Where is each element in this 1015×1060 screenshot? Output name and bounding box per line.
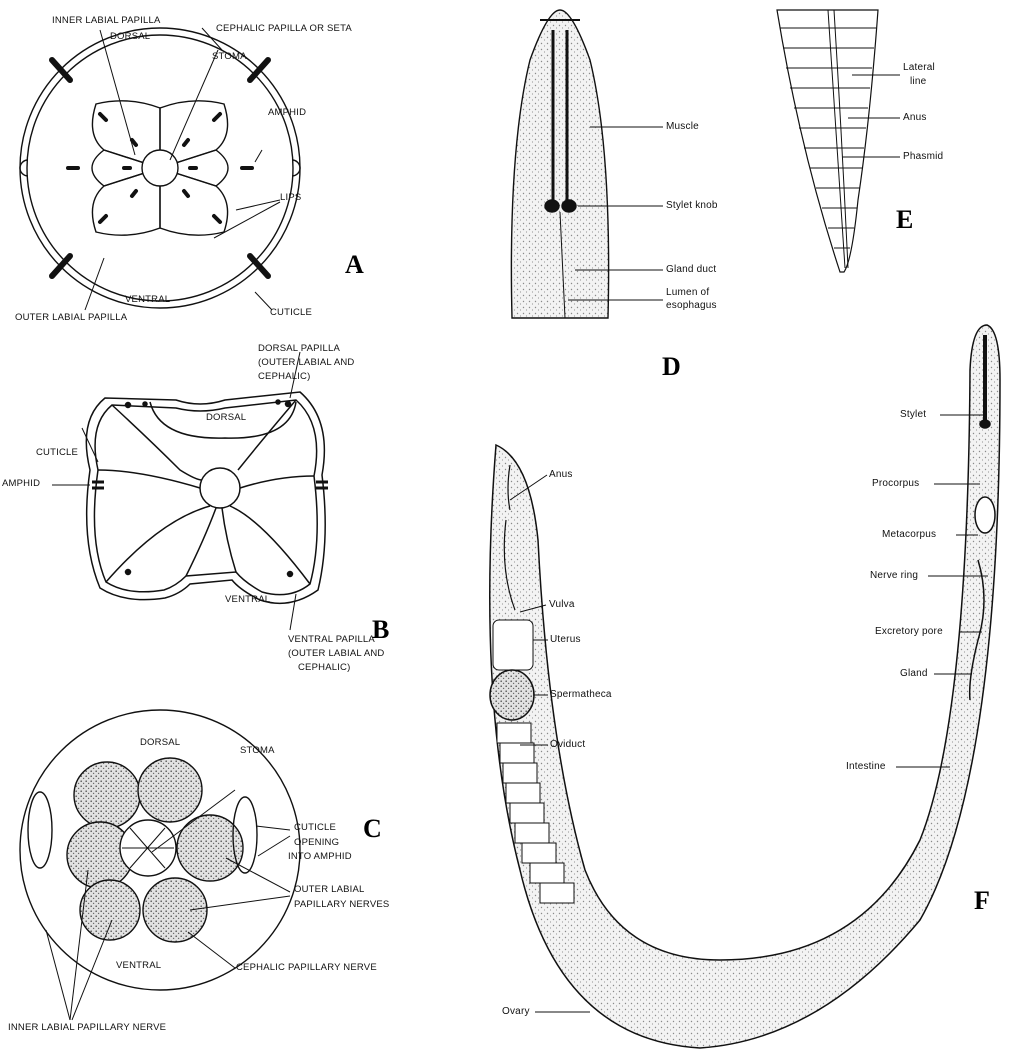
- label-oviduct: Oviduct: [550, 739, 585, 750]
- label-dorsal-papilla: DORSAL PAPILLA: [258, 343, 340, 354]
- label-spermatheca: Spermatheca: [550, 689, 612, 700]
- panel-a-diagram: [20, 28, 300, 310]
- label-vulva: Vulva: [549, 599, 575, 610]
- label-outer-nerves-2: PAPILLARY NERVES: [294, 899, 389, 910]
- label-a-amphid: AMPHID: [268, 107, 306, 118]
- label-e-anus: Anus: [903, 112, 927, 123]
- label-lumen-2: esophagus: [666, 300, 717, 311]
- panel-letter-e: E: [896, 205, 913, 235]
- label-c-opening-2: INTO AMPHID: [288, 851, 352, 862]
- label-a-lips: LIPS: [280, 192, 301, 203]
- label-f-anus: Anus: [549, 469, 573, 480]
- label-cephalic-nerve: CEPHALIC PAPILLARY NERVE: [236, 962, 377, 973]
- label-a-stoma: STOMA: [212, 51, 247, 62]
- label-procorpus: Procorpus: [872, 478, 919, 489]
- panel-c-diagram: [20, 710, 300, 1020]
- label-ventral-papilla: VENTRAL PAPILLA: [288, 634, 375, 645]
- panel-b-diagram: [52, 352, 328, 630]
- panel-letter-c: C: [363, 814, 382, 844]
- label-c-opening: OPENING: [294, 837, 339, 848]
- label-phasmid: Phasmid: [903, 151, 943, 162]
- label-ovary: Ovary: [502, 1006, 530, 1017]
- label-b-amphid: AMPHID: [2, 478, 40, 489]
- label-muscle: Muscle: [666, 121, 699, 132]
- label-a-ventral: VENTRAL: [125, 294, 170, 305]
- label-excretory-pore: Excretory pore: [875, 626, 943, 637]
- panel-letter-b: B: [372, 615, 389, 645]
- label-b-cuticle: CUTICLE: [36, 447, 78, 458]
- label-lumen: Lumen of: [666, 287, 709, 298]
- label-c-ventral: VENTRAL: [116, 960, 161, 971]
- panel-letter-f: F: [974, 886, 990, 916]
- label-nerve-ring: Nerve ring: [870, 570, 918, 581]
- label-outer-nerves: OUTER LABIAL: [294, 884, 365, 895]
- label-intestine: Intestine: [846, 761, 886, 772]
- label-c-cuticle: CUTICLE: [294, 822, 336, 833]
- label-inner-labial-papilla: INNER LABIAL PAPILLA: [52, 15, 161, 26]
- label-dorsal-papilla-3: CEPHALIC): [258, 371, 310, 382]
- panel-letter-d: D: [662, 352, 681, 382]
- label-dorsal-papilla-2: (OUTER LABIAL AND: [258, 357, 355, 368]
- label-gland: Gland: [900, 668, 928, 679]
- label-c-dorsal: DORSAL: [140, 737, 180, 748]
- label-gland-duct: Gland duct: [666, 264, 716, 275]
- label-stylet-knob: Stylet knob: [666, 200, 718, 211]
- label-stylet: Stylet: [900, 409, 926, 420]
- label-a-cuticle: CUTICLE: [270, 307, 312, 318]
- panel-f-diagram: [490, 325, 1000, 1048]
- label-c-stoma: STOMA: [240, 745, 275, 756]
- label-lateral: Lateral: [903, 62, 935, 73]
- label-inner-nerve: INNER LABIAL PAPILLARY NERVE: [8, 1022, 166, 1033]
- label-b-dorsal: DORSAL: [206, 412, 246, 423]
- label-outer-labial-papilla: OUTER LABIAL PAPILLA: [15, 312, 127, 323]
- label-lateral-2: line: [910, 76, 926, 87]
- label-metacorpus: Metacorpus: [882, 529, 936, 540]
- label-ventral-papilla-3: CEPHALIC): [298, 662, 350, 673]
- label-a-dorsal: DORSAL: [110, 31, 150, 42]
- panel-letter-a: A: [345, 250, 364, 280]
- label-cephalic-papilla: CEPHALIC PAPILLA OR SETA: [216, 23, 352, 34]
- label-uterus: Uterus: [550, 634, 581, 645]
- panel-e-diagram: [777, 10, 900, 272]
- label-ventral-papilla-2: (OUTER LABIAL AND: [288, 648, 385, 659]
- panel-d-diagram: [511, 10, 663, 318]
- label-b-ventral: VENTRAL: [225, 594, 270, 605]
